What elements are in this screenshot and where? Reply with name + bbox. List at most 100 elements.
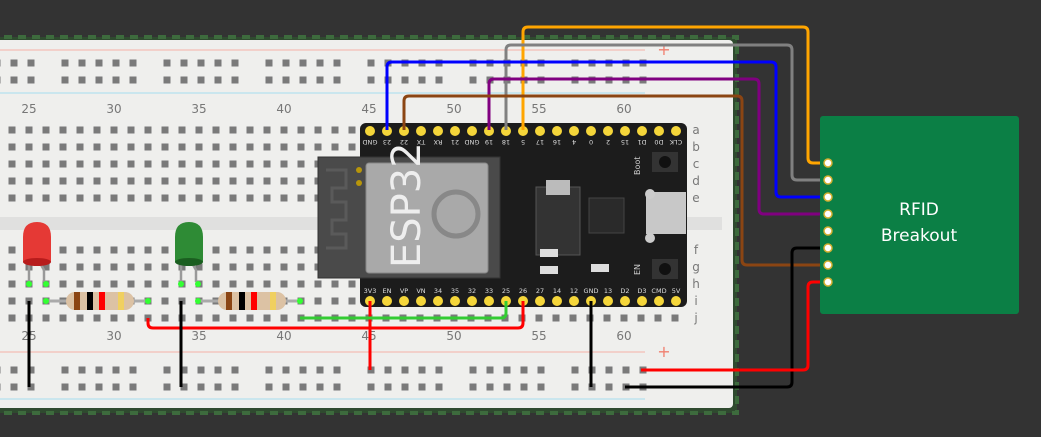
breadboard-hole[interactable] [212,314,220,322]
esp32-pin[interactable] [671,296,681,306]
breadboard-hole[interactable] [144,280,152,288]
breadboard-hole[interactable] [297,177,305,185]
breadboard-hole[interactable] [263,280,271,288]
rail-hole[interactable] [197,366,205,374]
breadboard-hole[interactable] [331,143,339,151]
breadboard-hole[interactable] [161,126,169,134]
breadboard-hole[interactable] [195,126,203,134]
breadboard-hole[interactable] [110,143,118,151]
esp32-pin[interactable] [569,126,579,136]
breadboard-hole[interactable] [161,280,169,288]
breadboard-hole[interactable] [8,314,16,322]
rail-hole[interactable] [299,366,307,374]
rail-hole[interactable] [316,59,324,67]
wire-green-led[interactable] [300,301,508,320]
rail-hole[interactable] [265,59,273,67]
rail-hole[interactable] [401,366,409,374]
breadboard-hole[interactable] [76,314,84,322]
rfid-pin[interactable] [823,158,833,168]
rail-hole[interactable] [418,366,426,374]
breadboard-hole[interactable] [280,280,288,288]
breadboard-hole[interactable] [246,263,254,271]
breadboard-hole[interactable] [603,314,611,322]
breadboard-hole[interactable] [127,194,135,202]
breadboard-hole[interactable] [263,143,271,151]
rail-hole[interactable] [571,366,579,374]
breadboard-hole[interactable] [280,143,288,151]
breadboard-hole[interactable] [59,314,67,322]
breadboard-hole[interactable] [229,246,237,254]
breadboard-hole[interactable] [229,143,237,151]
breadboard-hole[interactable] [280,314,288,322]
breadboard-hole[interactable] [42,177,50,185]
esp32-pin[interactable] [620,126,630,136]
breadboard-hole[interactable] [263,263,271,271]
breadboard-hole[interactable] [297,126,305,134]
breadboard-hole[interactable] [212,143,220,151]
breadboard-hole[interactable] [25,177,33,185]
breadboard-hole[interactable] [280,160,288,168]
breadboard-hole[interactable] [297,160,305,168]
rail-hole[interactable] [418,383,426,391]
breadboard-hole[interactable] [331,126,339,134]
rail-hole[interactable] [282,366,290,374]
breadboard-hole[interactable] [59,280,67,288]
rail-hole[interactable] [435,76,443,84]
rail-hole[interactable] [129,59,137,67]
esp32-pin[interactable] [535,126,545,136]
breadboard-hole[interactable] [59,143,67,151]
breadboard-hole[interactable] [161,160,169,168]
breadboard-hole[interactable] [8,280,16,288]
rail-hole[interactable] [0,59,1,67]
esp32-pin[interactable] [501,126,511,136]
breadboard-hole[interactable] [212,246,220,254]
breadboard-hole[interactable] [110,314,118,322]
breadboard-hole[interactable] [671,314,679,322]
rail-hole[interactable] [520,383,528,391]
breadboard-hole[interactable] [246,160,254,168]
rfid-pin[interactable] [823,175,833,185]
breadboard-hole[interactable] [76,280,84,288]
breadboard-hole[interactable] [8,143,16,151]
breadboard-hole[interactable] [280,246,288,254]
breadboard-hole[interactable] [76,177,84,185]
rail-hole[interactable] [418,76,426,84]
breadboard-hole[interactable] [127,160,135,168]
rail-hole[interactable] [78,76,86,84]
rail-hole[interactable] [469,383,477,391]
rfid-pin[interactable] [823,226,833,236]
esp32-pin[interactable] [467,126,477,136]
rail-hole[interactable] [61,366,69,374]
breadboard-hole[interactable] [76,246,84,254]
breadboard-hole[interactable] [314,143,322,151]
breadboard-hole[interactable] [348,126,356,134]
breadboard-hole[interactable] [144,177,152,185]
breadboard-hole[interactable] [144,246,152,254]
rail-hole[interactable] [95,76,103,84]
rail-hole[interactable] [299,59,307,67]
breadboard-hole[interactable] [263,246,271,254]
rail-hole[interactable] [333,76,341,84]
rail-hole[interactable] [571,383,579,391]
rail-hole[interactable] [0,366,1,374]
breadboard-hole[interactable] [178,177,186,185]
rail-hole[interactable] [163,366,171,374]
breadboard-hole[interactable] [178,126,186,134]
rail-hole[interactable] [78,366,86,374]
breadboard-hole[interactable] [25,126,33,134]
rail-hole[interactable] [231,383,239,391]
rail-hole[interactable] [95,383,103,391]
breadboard-hole[interactable] [195,314,203,322]
rail-hole[interactable] [214,366,222,374]
breadboard-hole[interactable] [348,143,356,151]
breadboard-hole[interactable] [195,143,203,151]
breadboard-hole[interactable] [297,280,305,288]
rail-hole[interactable] [197,383,205,391]
rail-hole[interactable] [27,383,35,391]
wire-black-gnd-rfid[interactable] [625,246,828,389]
breadboard-hole[interactable] [246,314,254,322]
breadboard-hole[interactable] [637,314,645,322]
rfid-pin[interactable] [823,243,833,253]
esp32-pin[interactable] [535,296,545,306]
rail-hole[interactable] [214,59,222,67]
